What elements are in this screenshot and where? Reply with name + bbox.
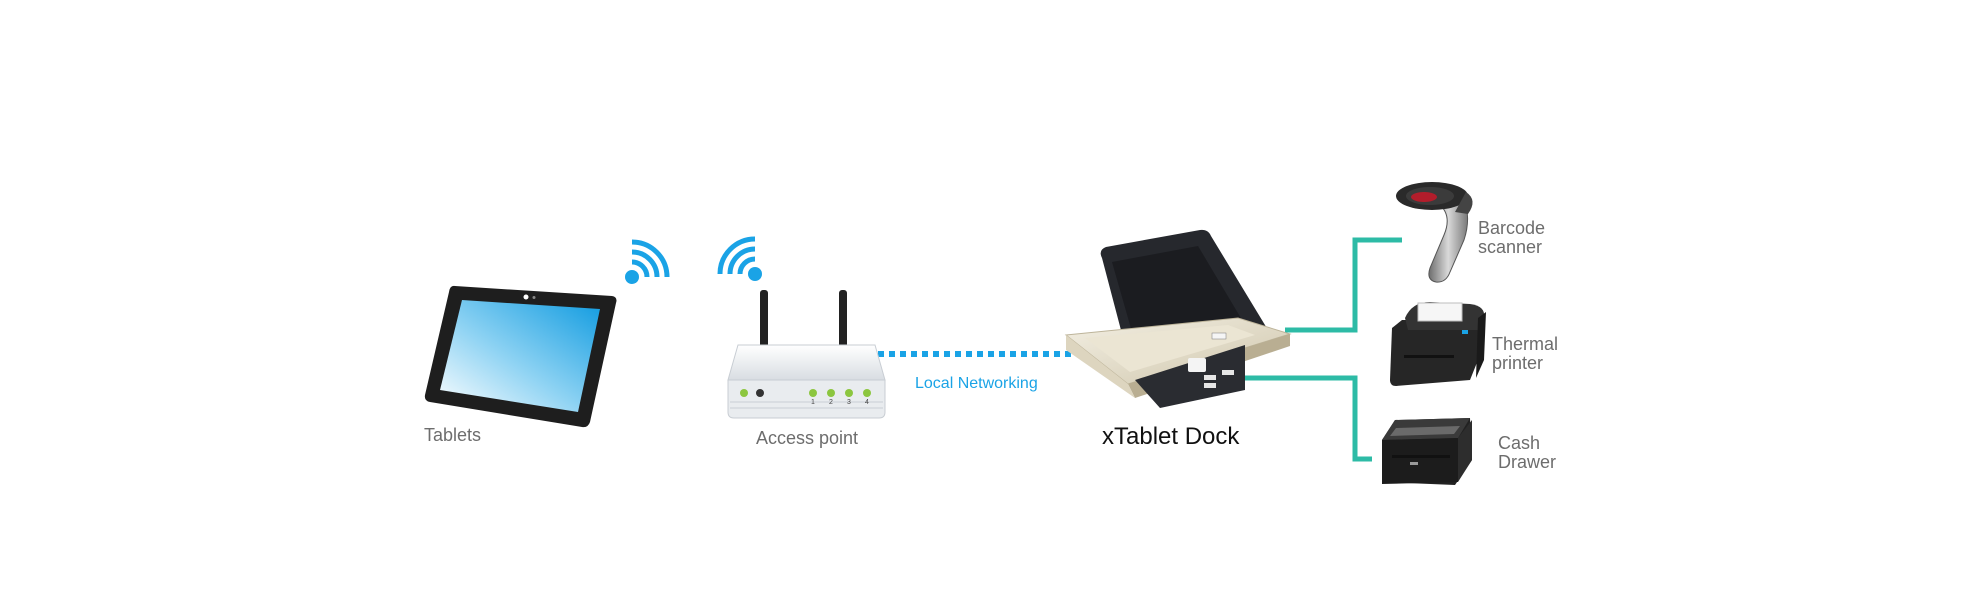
- xtablet-dock-label: xTablet Dock: [1102, 423, 1239, 451]
- connector-barcode: [1285, 240, 1402, 330]
- tablets-label: Tablets: [424, 426, 481, 445]
- cash-drawer-label-line: Cash: [1498, 434, 1608, 453]
- dock-icon: [1066, 230, 1290, 408]
- router-port-label: 4: [865, 399, 869, 406]
- cash-drawer-label-line: Drawer: [1498, 453, 1608, 472]
- router-icon: [728, 290, 885, 418]
- router-port-label: 2: [829, 399, 833, 406]
- local-networking-label: Local Networking: [915, 375, 1038, 393]
- router-port-label: 1: [811, 399, 815, 406]
- router-port-label: 3: [847, 399, 851, 406]
- barcode-scanner-label-line: Barcode: [1478, 219, 1588, 238]
- thermal-printer-label-line: Thermal: [1492, 335, 1602, 354]
- barcode-scanner-label-line: scanner: [1478, 238, 1588, 257]
- wifi-icon: [720, 239, 762, 281]
- tablet-icon: [425, 286, 617, 427]
- thermal-printer-label-line: printer: [1492, 354, 1602, 373]
- thermal-printer-label: Thermal printer: [1492, 335, 1602, 373]
- wifi-icon: [625, 242, 667, 284]
- barcode-scanner-icon: [1396, 182, 1473, 282]
- connector-drawer: [1240, 378, 1372, 459]
- barcode-scanner-label: Barcode scanner: [1478, 219, 1588, 257]
- cash-drawer-label: Cash Drawer: [1498, 434, 1608, 472]
- access-point-label: Access point: [756, 429, 858, 448]
- cash-drawer-icon: [1382, 418, 1472, 485]
- thermal-printer-icon: [1390, 302, 1486, 386]
